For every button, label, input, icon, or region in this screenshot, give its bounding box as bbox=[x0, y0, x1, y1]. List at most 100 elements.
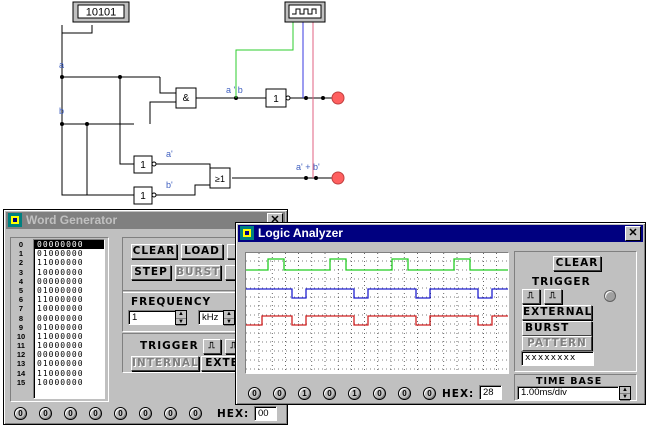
external-button[interactable]: EXTE bbox=[201, 356, 243, 371]
word-index: 10 bbox=[16, 331, 26, 341]
input-b-label: b bbox=[59, 106, 64, 116]
pin-terminal[interactable]: 0 bbox=[39, 407, 52, 420]
hex-label: HEX: bbox=[442, 388, 475, 400]
word-row[interactable]: 00000000 bbox=[37, 313, 84, 323]
pin-terminal[interactable]: 0 bbox=[398, 387, 411, 400]
word-index: 2 bbox=[18, 258, 24, 268]
pin-terminal[interactable]: 0 bbox=[273, 387, 286, 400]
pin-terminal[interactable]: 0 bbox=[323, 387, 336, 400]
probe-2 bbox=[331, 171, 345, 185]
word-index: 13 bbox=[16, 359, 26, 369]
word-row[interactable]: 11000000 bbox=[37, 331, 84, 341]
frequency-unit-field[interactable]: kHz bbox=[198, 310, 225, 325]
word-index: 15 bbox=[16, 377, 26, 387]
burst-button[interactable]: BURST bbox=[522, 321, 592, 336]
app-icon bbox=[240, 226, 254, 240]
rising-edge-icon[interactable]: ⎍ bbox=[203, 339, 221, 354]
word-row[interactable]: 01000000 bbox=[37, 249, 84, 259]
load-button[interactable]: LOAD bbox=[181, 244, 223, 259]
word-row[interactable]: 00000000 bbox=[37, 276, 84, 286]
word-gen-display: 10101 bbox=[86, 7, 117, 19]
frequency-unit-stepper[interactable]: ▲▼ bbox=[223, 310, 235, 326]
word-row[interactable]: 10000000 bbox=[37, 377, 84, 387]
falling-edge-icon[interactable]: ⎍ bbox=[544, 289, 562, 304]
word-index: 6 bbox=[18, 295, 24, 305]
word-index: 0 bbox=[18, 240, 24, 249]
pin-terminal[interactable]: 0 bbox=[248, 387, 261, 400]
clear-button[interactable]: CLEAR bbox=[553, 256, 601, 271]
trace-1 bbox=[246, 288, 508, 299]
pin-terminal[interactable]: 0 bbox=[373, 387, 386, 400]
word-row[interactable]: 10000000 bbox=[37, 267, 84, 277]
or-gate-symbol: ≥1 bbox=[215, 174, 225, 184]
hex-value-field[interactable]: 00 bbox=[254, 406, 277, 421]
not-gate-2-label: 1 bbox=[140, 160, 146, 171]
close-icon[interactable]: ✕ bbox=[625, 226, 641, 241]
time-base-stepper[interactable]: ▲▼ bbox=[619, 386, 631, 401]
word-row[interactable]: 11000000 bbox=[37, 368, 84, 378]
input-a-label: a bbox=[59, 60, 64, 70]
word-row[interactable]: 00000000 bbox=[34, 240, 104, 250]
word-row[interactable]: 01000000 bbox=[37, 359, 84, 369]
word-index: 11 bbox=[17, 341, 25, 351]
word-index: 12 bbox=[16, 350, 26, 360]
word-row[interactable]: 10000000 bbox=[37, 341, 84, 351]
pin-terminal[interactable]: 1 bbox=[298, 387, 311, 400]
frequency-value-field[interactable]: 1 bbox=[128, 310, 178, 325]
word-index: 7 bbox=[18, 304, 24, 314]
clear-button[interactable]: CLEAR bbox=[131, 244, 177, 259]
word-row[interactable]: 11000000 bbox=[37, 295, 84, 305]
word-row[interactable]: 01000000 bbox=[37, 322, 84, 332]
pin-terminal[interactable]: 0 bbox=[164, 407, 177, 420]
word-row[interactable]: 01000000 bbox=[37, 285, 84, 295]
time-base-value-field[interactable]: 1.00ms/div bbox=[517, 386, 619, 400]
pattern-value-field[interactable]: xxxxxxxx bbox=[521, 351, 594, 366]
word-list-frame bbox=[10, 237, 109, 402]
pin-terminal[interactable]: 0 bbox=[89, 407, 102, 420]
external-button[interactable]: EXTERNAL bbox=[522, 305, 592, 320]
not-gate-3-label: 1 bbox=[140, 191, 146, 202]
word-row[interactable]: 00000000 bbox=[37, 350, 84, 360]
word-index: 3 bbox=[18, 267, 24, 277]
pin-terminal[interactable]: 0 bbox=[114, 407, 127, 420]
word-index: 14 bbox=[16, 368, 26, 378]
burst-button[interactable]: BURST bbox=[175, 265, 221, 280]
pin-terminal[interactable]: 0 bbox=[14, 407, 27, 420]
node-label-apbp: a' + b' bbox=[296, 162, 320, 172]
word-index: 5 bbox=[18, 285, 24, 295]
pin-terminal[interactable]: 1 bbox=[348, 387, 361, 400]
circuit-schematic: 10101 & 1 1 1 ≥1 a b a ' b a' b' a' + b' bbox=[59, 1, 345, 205]
pattern-button[interactable]: PATTERN bbox=[522, 336, 592, 351]
logic-analyzer-window: Logic Analyzer ✕ CLEAR TRIGGER ⎍ ⎍ EXTER… bbox=[235, 222, 646, 405]
pin-terminal[interactable]: 0 bbox=[423, 387, 436, 400]
trigger-label: TRIGGER bbox=[140, 340, 199, 352]
frequency-stepper[interactable]: ▲▼ bbox=[175, 310, 187, 326]
internal-button[interactable]: INTERNAL bbox=[131, 356, 199, 371]
logic-analyzer-titlebar[interactable]: Logic Analyzer ✕ bbox=[238, 225, 643, 242]
frequency-label: FREQUENCY bbox=[131, 296, 212, 308]
node-label-b-not: b' bbox=[166, 180, 173, 190]
not-gate-1-label: 1 bbox=[273, 94, 279, 105]
word-row[interactable]: 10000000 bbox=[37, 304, 84, 314]
step-button[interactable]: STEP bbox=[131, 265, 171, 280]
pin-terminal[interactable]: 0 bbox=[189, 407, 202, 420]
trace-0 bbox=[246, 258, 508, 271]
hex-value-field[interactable]: 28 bbox=[479, 385, 502, 400]
rising-edge-icon[interactable]: ⎍ bbox=[522, 289, 540, 304]
word-index: 9 bbox=[18, 322, 24, 332]
trigger-label: TRIGGER bbox=[532, 276, 591, 288]
pin-terminal[interactable]: 0 bbox=[64, 407, 77, 420]
analyzer-control-group bbox=[514, 251, 637, 372]
node-label-a-not: a' bbox=[166, 149, 173, 159]
waveform-display[interactable] bbox=[245, 252, 509, 374]
word-row[interactable]: 11000000 bbox=[37, 258, 84, 268]
and-gate-symbol: & bbox=[183, 93, 190, 104]
trigger-led-icon bbox=[604, 290, 616, 302]
time-base-label: TIME BASE bbox=[536, 376, 603, 387]
pin-terminal[interactable]: 0 bbox=[139, 407, 152, 420]
time-base-group bbox=[514, 374, 637, 401]
word-generator-title: Word Generator bbox=[26, 213, 118, 227]
